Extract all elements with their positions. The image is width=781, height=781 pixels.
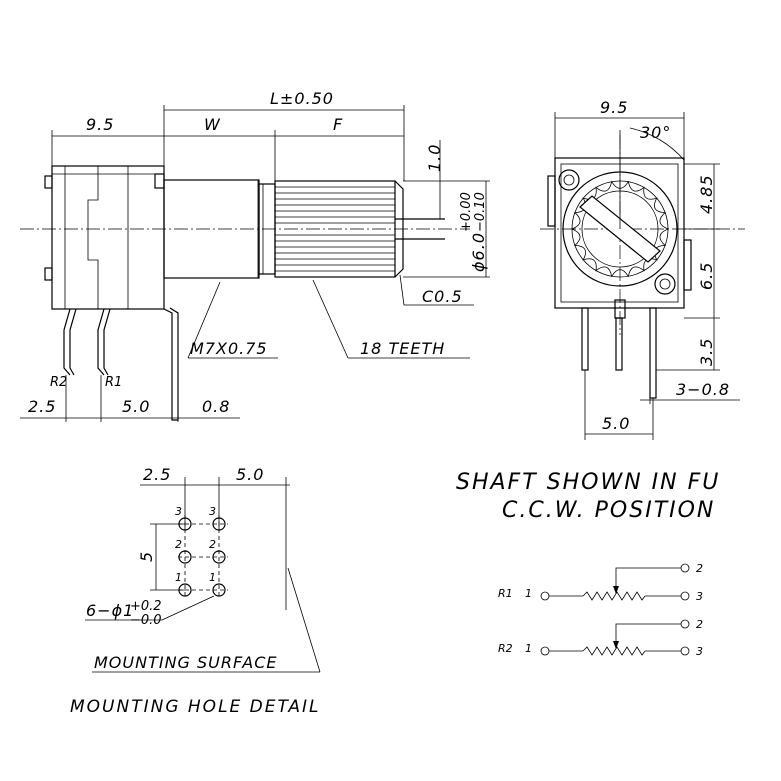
mount-hole <box>178 583 192 597</box>
knob-teeth <box>570 180 670 278</box>
dim-pin-pitch: 5.0 <box>122 397 150 416</box>
front-dim-upper: 4.85 <box>697 174 716 214</box>
mount-hole <box>178 550 192 564</box>
front-dim-pins: 5.0 <box>602 414 630 433</box>
mount-hole <box>212 583 226 597</box>
shaft-note-line1: SHAFT SHOWN IN FU <box>456 470 720 495</box>
front-dim-width: 9.5 <box>600 98 628 117</box>
shaft-note: SHAFT SHOWN IN FU C.C.W. POSITION <box>456 470 720 523</box>
schematic: R1 1 3 2 R2 1 3 2 <box>498 562 703 658</box>
hole-label: 3 <box>175 505 182 518</box>
holes-tol-plus: +0.2 <box>130 599 162 614</box>
mount-dim-right: 5.0 <box>236 465 264 484</box>
front-view: 9.5 30° 4.85 6.5 3.5 3−0.8 5.0 <box>540 98 745 440</box>
dim-diameter: ϕ6.0 <box>469 232 488 272</box>
front-dim-lower: 6.5 <box>697 262 716 290</box>
mount-hole <box>178 517 192 531</box>
dim-w: W <box>204 115 221 134</box>
front-dim-pin: 3.5 <box>697 338 716 366</box>
mount-dim-left: 2.5 <box>143 465 171 484</box>
mounting-surface-label: MOUNTING SURFACE <box>94 653 278 672</box>
schematic-r2-t3: 3 <box>696 645 703 658</box>
hole-label: 2 <box>209 538 216 551</box>
schematic-r1-t1: 1 <box>525 587 532 600</box>
mount-dim-vertical: 5 <box>137 551 156 562</box>
dim-pin-offset: 2.5 <box>28 397 56 416</box>
front-dim-bracket: 3−0.8 <box>676 380 730 399</box>
hole-label: 3 <box>209 505 216 518</box>
mounting-detail-title: MOUNTING HOLE DETAIL <box>70 697 320 717</box>
schematic-r2-t2: 2 <box>696 618 703 631</box>
holes-spec: 6−ϕ1 <box>86 601 134 620</box>
shaft-note-line2: C.C.W. POSITION <box>502 498 715 523</box>
hole-label: 1 <box>209 571 216 584</box>
knurl-lines <box>275 186 395 272</box>
holes-tol-minus: −0.0 <box>130 613 162 628</box>
schematic-r2-label: R2 <box>498 642 513 655</box>
mount-hole <box>212 550 226 564</box>
dim-f: F <box>333 115 343 134</box>
dim-diameter-tol-plus: +0.00 <box>459 192 474 232</box>
dim-bracket-thickness: 0.8 <box>202 397 230 416</box>
dim-total-length: L±0.50 <box>270 89 334 108</box>
teeth-count: 18 TEETH <box>360 339 445 358</box>
hole-label: 2 <box>175 538 182 551</box>
dim-diameter-tol-minus: −0.10 <box>473 192 488 232</box>
schematic-r1-label: R1 <box>498 587 513 600</box>
pin-label-r1: R1 <box>105 375 122 390</box>
pin-label-r2: R2 <box>50 375 67 390</box>
dim-body-width: 9.5 <box>86 115 114 134</box>
chamfer-spec: C0.5 <box>422 287 463 306</box>
front-dim-angle: 30° <box>640 123 671 142</box>
mounting-hole-detail: 2.5 5.0 5 3 3 2 2 1 1 6−ϕ1 +0.2 −0.0 MOU… <box>70 465 321 717</box>
schematic-r1-t2: 2 <box>696 562 703 575</box>
mount-hole <box>212 517 226 531</box>
knob-tooth-profile <box>570 180 670 278</box>
dim-slot: 1.0 <box>425 144 444 172</box>
hole-label: 1 <box>175 571 182 584</box>
schematic-r2-t1: 1 <box>525 642 532 655</box>
thread-spec: M7X0.75 <box>190 339 268 358</box>
schematic-r1-t3: 3 <box>696 590 703 603</box>
side-view: 9.5 L±0.50 W F 1.0 ϕ6.0 +0.00 −0.10 M7X0… <box>20 89 490 422</box>
